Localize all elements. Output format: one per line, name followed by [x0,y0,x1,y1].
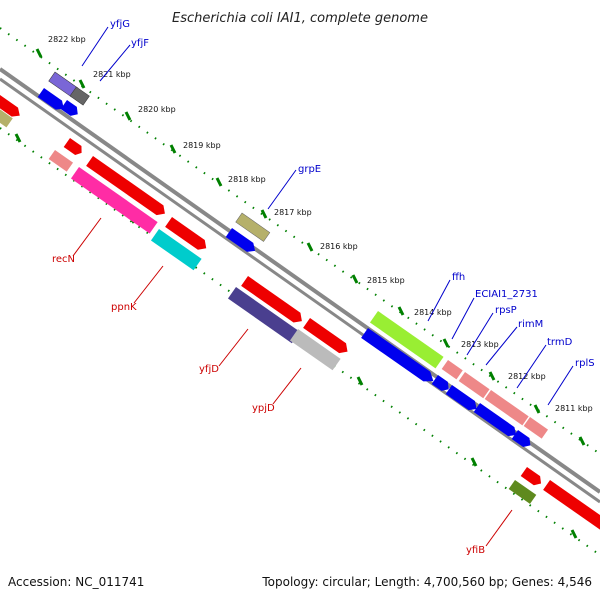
feature-trmD [484,390,529,426]
gene-edge-olive [0,108,13,128]
outer-scale-ruler [0,27,600,455]
feature-grpE [235,212,271,242]
scale-label-2819: 2819 kbp [183,141,221,150]
gene-yfjD [241,276,302,323]
feature-recN-pink [48,150,74,172]
gene-ppnK [165,217,207,250]
cds-yfjG [37,88,64,110]
upper-features [0,71,549,448]
scale-ticks [35,48,586,446]
lower-gene-labels: recN ppnK yfjD ypjD yfiB [52,217,513,556]
scale-label-2820: 2820 kbp [138,105,176,114]
gene-recN [86,156,165,216]
label-grpE[interactable]: grpE [298,164,321,175]
gene-recN-small [63,138,82,156]
feature-rplS [523,417,549,439]
feature-recN [70,167,158,234]
scale-label-2822: 2822 kbp [48,35,86,44]
label-yfjF[interactable]: yfjF [131,38,149,49]
map-title: Escherichia coli IAI1, complete genome [172,11,428,26]
gene-edge-red [0,95,20,117]
scale-label-2813: 2813 kbp [461,340,499,349]
cds-ffh [361,328,434,382]
cds-ECIAI1_2731 [431,375,449,391]
scale-label-2815: 2815 kbp [367,276,405,285]
feature-yfjD [227,287,300,344]
label-rimM[interactable]: rimM [518,319,543,330]
feature-yfiB [508,480,537,504]
feature-yfjG [48,71,90,106]
scale-label-2812: 2812 kbp [508,372,546,381]
scale-label-2816: 2816 kbp [320,242,358,251]
label-ffh[interactable]: ffh [452,272,465,283]
upper-gene-labels: yfjG yfjF grpE ffh ECIAI1_2731 rpsP rimM… [81,19,595,406]
lower-features [48,138,600,530]
label-rplS[interactable]: rplS [575,358,595,369]
feature-ppnK [150,229,202,271]
scale-label-2811: 2811 kbp [555,404,593,413]
feature-ypjD [289,329,341,371]
cds-grpE [225,228,256,252]
gene-yfiB-large [543,480,600,530]
label-ppnK[interactable]: ppnK [111,302,137,313]
label-yfjD[interactable]: yfjD [199,364,219,375]
scale-label-2818: 2818 kbp [228,175,266,184]
feature-rpsP [441,360,463,380]
cds-trmD [473,403,517,437]
accession-text: Accession: NC_011741 [8,575,144,589]
label-yfiB[interactable]: yfiB [466,545,485,556]
label-trmD[interactable]: trmD [547,337,573,348]
feature-rimM [458,372,490,399]
gene-ypjD [303,318,348,354]
feature-ffh [369,311,444,369]
cds-rimM [445,385,477,411]
gene-yfiB-small [520,467,542,486]
scale-label-2817: 2817 kbp [274,208,312,217]
label-recN[interactable]: recN [52,254,75,265]
label-ypjD[interactable]: ypjD [252,403,275,414]
cds-rplS [511,430,531,448]
label-yfjG[interactable]: yfjG [110,19,130,30]
topology-summary: Topology: circular; Length: 4,700,560 bp… [261,575,592,589]
genome-backbone [0,67,600,504]
label-ECIAI1_2731[interactable]: ECIAI1_2731 [475,289,538,300]
label-rpsP[interactable]: rpsP [495,305,517,316]
scale-label-2821: 2821 kbp [93,70,131,79]
cds-yfjF [60,100,78,116]
